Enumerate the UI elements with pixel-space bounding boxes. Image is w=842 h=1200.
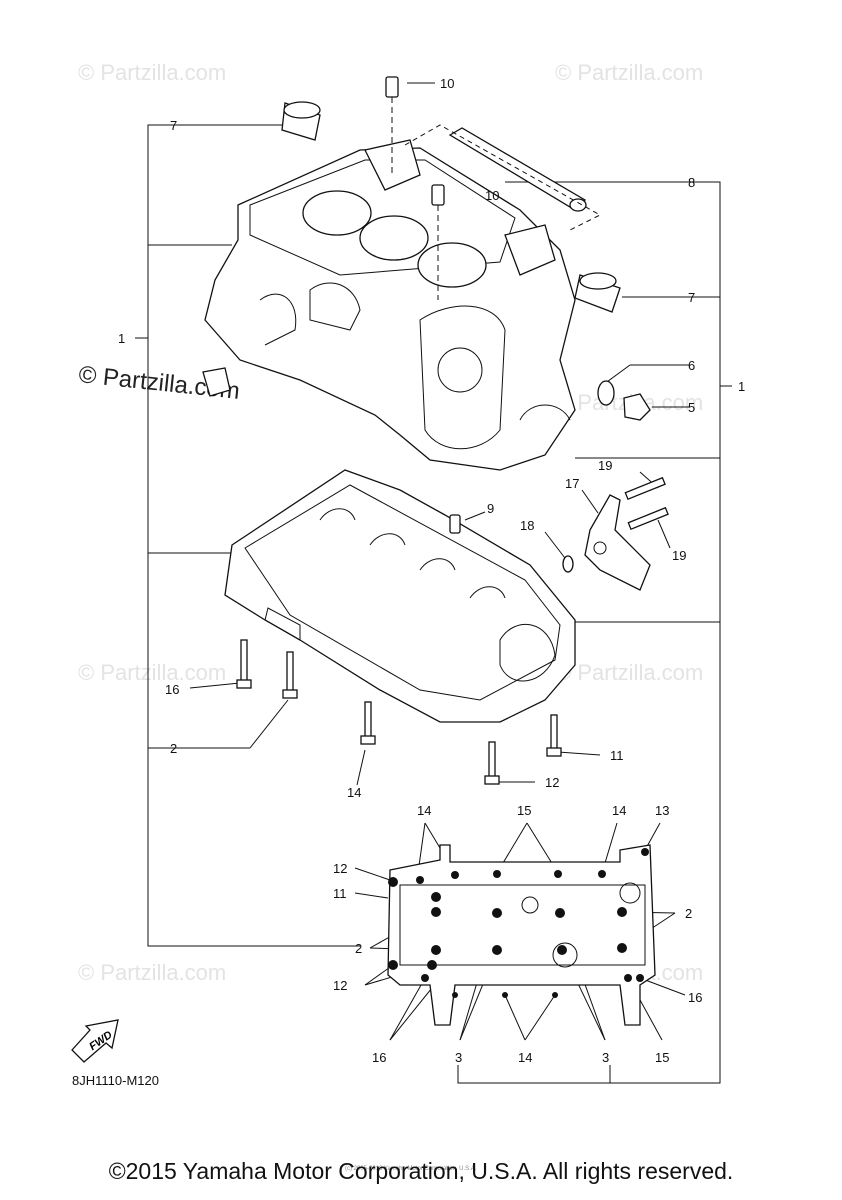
callout-2: 2 — [685, 906, 692, 921]
upper-crankcase — [204, 147, 576, 471]
shaft-8 — [404, 124, 602, 231]
callout-16: 16 — [165, 682, 179, 697]
callout-16: 16 — [688, 990, 702, 1005]
callout-11: 11 — [610, 748, 624, 763]
plan-view — [387, 844, 656, 1026]
callout-6: 6 — [688, 358, 695, 373]
fwd-arrow-icon: FWD — [71, 1019, 119, 1063]
callout-15: 15 — [517, 803, 531, 818]
callout-14: 14 — [347, 785, 361, 800]
callout-14: 14 — [612, 803, 626, 818]
callout-12: 12 — [333, 861, 347, 876]
callout-8: 8 — [688, 175, 695, 190]
callout-12: 12 — [333, 978, 347, 993]
dowel-10 — [385, 76, 445, 300]
watermark-text: © Partzilla.com — [555, 60, 703, 85]
fine-print: (c) 2005-2016 Yamaha Motor Corporation, … — [345, 1166, 477, 1172]
callout-16: 16 — [372, 1050, 386, 1065]
watermark-text: © Partzilla.com — [78, 960, 226, 985]
callout-7: 7 — [170, 118, 177, 133]
callout-18: 18 — [520, 518, 534, 533]
copyright-notice: ©2015 Yamaha Motor Corporation, U.S.A. A… — [108, 1158, 734, 1184]
callout-3: 3 — [602, 1050, 609, 1065]
callout-3: 3 — [455, 1050, 462, 1065]
diagram-code: 8JH1110-M120 — [72, 1073, 159, 1088]
callout-5: 5 — [688, 400, 695, 415]
callout-2: 2 — [355, 941, 362, 956]
callout-13: 13 — [655, 803, 669, 818]
watermark-text: © Partzilla.com — [555, 660, 703, 685]
callout-7: 7 — [688, 290, 695, 305]
bolts — [236, 639, 562, 785]
callout-9: 9 — [487, 501, 494, 516]
watermark-text: © Partzilla.com — [78, 660, 226, 685]
callout-2: 2 — [170, 741, 177, 756]
callout-19: 19 — [598, 458, 612, 473]
callouts: 10 10 7 8 7 1 6 1 5 19 17 9 18 19 16 2 1… — [118, 76, 745, 1065]
callout-1: 1 — [118, 331, 125, 346]
callout-10: 10 — [485, 188, 499, 203]
callout-14: 14 — [518, 1050, 532, 1065]
callout-19: 19 — [672, 548, 686, 563]
bolt-dots — [388, 848, 649, 998]
lower-crankcase — [224, 469, 576, 723]
watermark-text: © Partzilla.com — [78, 60, 226, 85]
bracket-lines — [135, 124, 732, 1084]
callout-1: 1 — [738, 379, 745, 394]
callout-14: 14 — [417, 803, 431, 818]
bushing-7 — [281, 101, 621, 313]
small-parts — [449, 476, 669, 591]
callout-15: 15 — [655, 1050, 669, 1065]
callout-17: 17 — [565, 476, 579, 491]
callout-10: 10 — [440, 76, 454, 91]
plug-5-oring-6 — [202, 367, 651, 421]
callout-11: 11 — [333, 886, 347, 901]
callout-12: 12 — [545, 775, 559, 790]
